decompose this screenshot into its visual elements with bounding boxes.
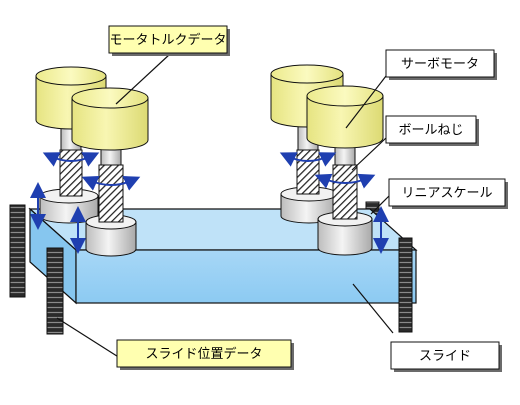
- actuator-front-left: [71, 87, 149, 257]
- rotation-arrows: [42, 152, 376, 191]
- linear-scale-front-right: [398, 237, 413, 333]
- callout-servo-motor: サーボモータ: [385, 49, 497, 80]
- travel-arrows: [30, 182, 389, 254]
- callout-linear-scale: リニアスケール: [388, 178, 508, 209]
- slide-position-data-label: スライド位置データ: [145, 346, 262, 362]
- curved-double-arrow-icon: [81, 176, 141, 191]
- curved-double-arrow-icon: [314, 173, 376, 189]
- callout-ball-screw: ボールねじ: [385, 115, 479, 146]
- curved-double-arrow-icon: [42, 152, 100, 167]
- linear-scale-front-left: [46, 247, 64, 335]
- callout-motor-torque-data: モータトルクデータ: [108, 25, 230, 56]
- leader-lines: [56, 53, 394, 359]
- curved-double-arrow-icon: [279, 152, 337, 167]
- callout-slide-position-data: スライド位置データ: [116, 339, 294, 370]
- servo-motor-label: サーボモータ: [401, 57, 479, 72]
- ball-screw-label: ボールねじ: [398, 123, 463, 138]
- motor-torque-data-label: モータトルクデータ: [109, 32, 226, 48]
- callout-slide: スライド: [390, 341, 502, 372]
- linear-scale-rear-left: [9, 204, 26, 298]
- actuator-front-right: [306, 85, 384, 256]
- linear-scale-label: リニアスケール: [401, 186, 492, 201]
- slide-label: スライド: [419, 349, 471, 364]
